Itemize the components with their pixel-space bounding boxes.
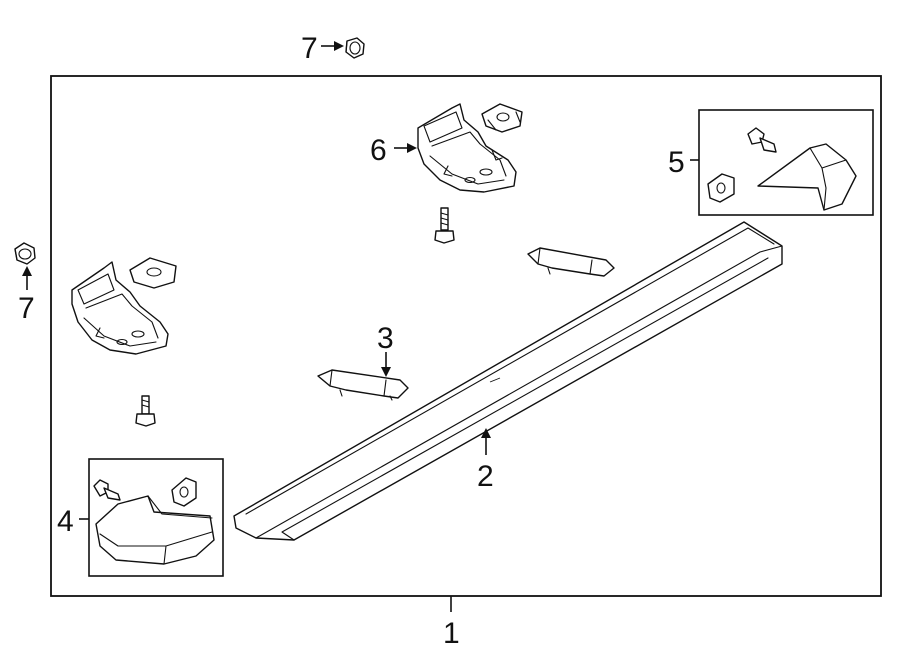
callout-7-top: 7 xyxy=(301,32,318,65)
arrow-2 xyxy=(481,428,491,438)
callout-3: 3 xyxy=(377,322,394,355)
part-4-end-cap xyxy=(95,495,215,565)
part-5-end-cap xyxy=(757,143,857,211)
part-6-stud-bolt xyxy=(434,207,455,244)
part-4-bolt xyxy=(93,479,121,501)
callout-5: 5 xyxy=(668,146,685,179)
callout-2: 2 xyxy=(477,460,494,493)
part-5-bolt xyxy=(747,127,777,153)
part-4-clip-nut xyxy=(171,477,197,507)
part-5-clip-nut xyxy=(707,173,735,203)
callout-1: 1 xyxy=(443,617,460,650)
left-clip-nut xyxy=(129,257,177,289)
arrow-7-top xyxy=(334,41,344,51)
left-stud-bolt xyxy=(135,395,156,427)
part-3-support xyxy=(317,369,409,401)
arrow-7-left xyxy=(22,266,32,276)
upper-support xyxy=(527,247,615,277)
arrow-3 xyxy=(381,367,391,377)
left-mounting-bracket xyxy=(71,261,169,355)
arrow-6 xyxy=(407,143,417,153)
part-2-running-board xyxy=(233,221,783,541)
part-7-nut-left xyxy=(14,242,36,265)
callout-6: 6 xyxy=(370,134,387,167)
part-7-nut-top xyxy=(345,37,365,59)
callout-4: 4 xyxy=(57,505,74,538)
part-6-clip-nut xyxy=(481,103,523,133)
callout-7-left: 7 xyxy=(18,292,35,325)
part-6-mounting-bracket xyxy=(417,103,517,193)
